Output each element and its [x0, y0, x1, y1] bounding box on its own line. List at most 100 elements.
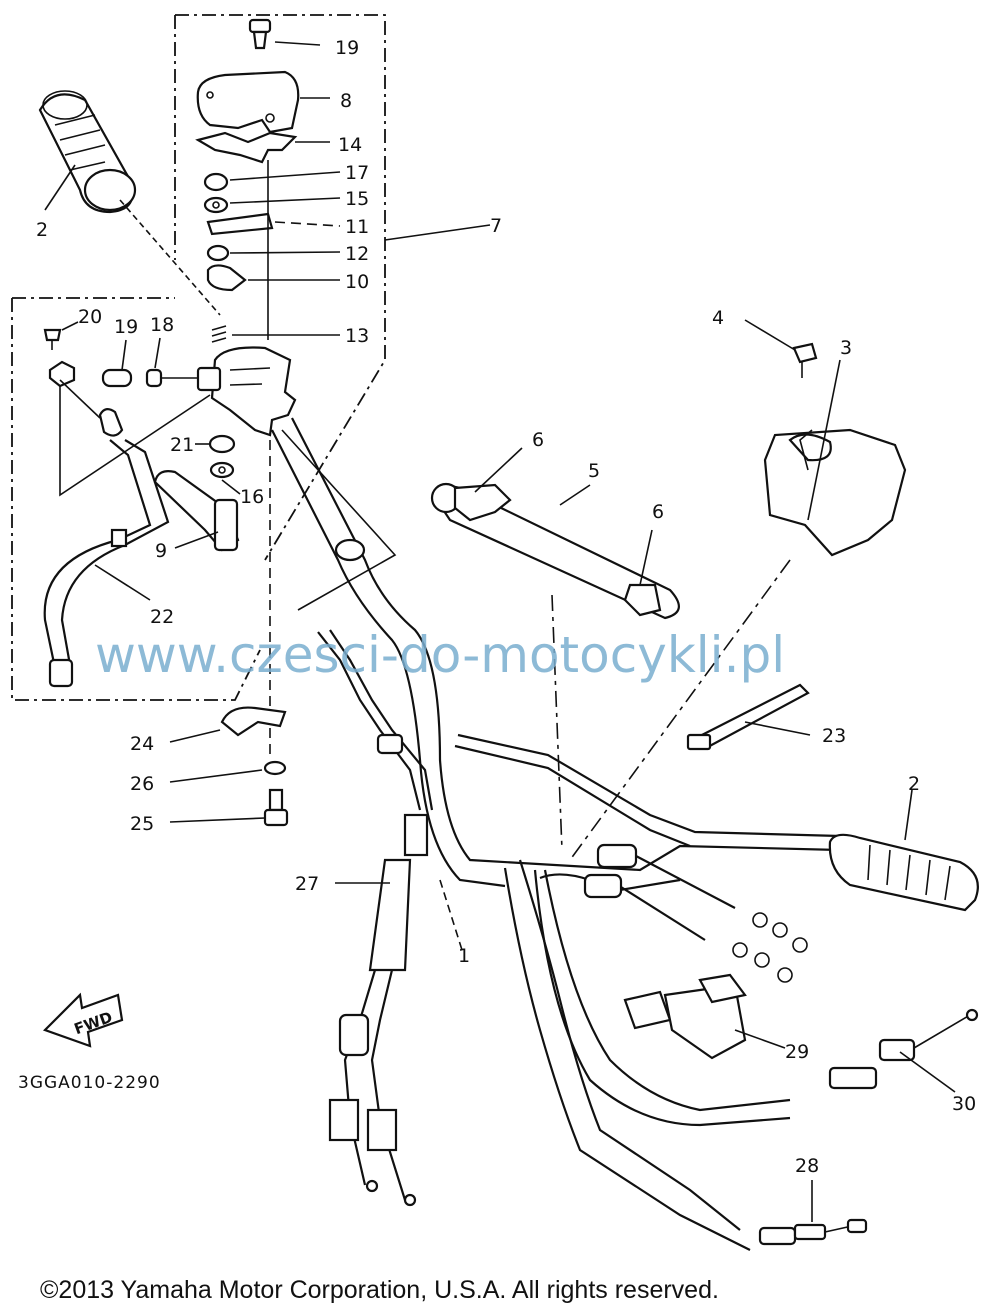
label-20: 20 — [78, 306, 102, 328]
label-16: 16 — [240, 486, 264, 508]
weight-5 — [430, 482, 680, 620]
leader-20 — [61, 321, 79, 331]
leader-6b — [639, 529, 653, 586]
leader-bracket — [59, 385, 211, 497]
clamp-24 — [220, 706, 287, 737]
label-26: 26 — [130, 773, 154, 795]
screw-4 — [792, 342, 818, 378]
label-30: 30 — [952, 1093, 976, 1115]
throttle-housing — [196, 346, 297, 437]
label-5: 5 — [588, 460, 600, 482]
grip-left — [38, 90, 137, 214]
label-15: 15 — [345, 188, 369, 210]
label-8: 8 — [340, 90, 352, 112]
label-12: 12 — [345, 243, 369, 265]
leader-18 — [154, 337, 161, 369]
label-23: 23 — [822, 725, 846, 747]
label-22: 22 — [150, 606, 174, 628]
group-box-7 — [174, 14, 386, 561]
label-1: 1 — [458, 945, 470, 967]
leader-2a — [44, 164, 76, 211]
leader-19b — [121, 339, 127, 371]
cover-8 — [196, 70, 300, 134]
label-11: 11 — [345, 216, 369, 238]
label-14: 14 — [338, 134, 362, 156]
label-19a: 19 — [335, 37, 359, 59]
pin-19 — [101, 368, 133, 388]
leader-16 — [221, 479, 241, 495]
cable-28 — [758, 1218, 868, 1246]
leader-2b — [904, 789, 913, 841]
label-13: 13 — [345, 325, 369, 347]
bolt-25 — [263, 788, 289, 827]
label-7: 7 — [490, 215, 502, 237]
label-9: 9 — [155, 540, 167, 562]
leader-handlebar — [281, 429, 397, 611]
label-24: 24 — [130, 733, 154, 755]
label-18: 18 — [150, 314, 174, 336]
leader-22 — [94, 564, 151, 601]
leader-23 — [744, 721, 811, 736]
leader-29 — [734, 1029, 786, 1049]
label-19b: 19 — [114, 316, 138, 338]
label-3: 3 — [840, 337, 852, 359]
handlebar-1 — [271, 417, 841, 888]
leader-6a — [474, 447, 523, 493]
axis-weight — [551, 594, 563, 851]
lever-9 — [153, 470, 240, 552]
leader-17 — [229, 171, 341, 181]
gasket-14 — [195, 131, 298, 164]
label-4: 4 — [712, 307, 724, 329]
watermark: www.czesci-do-motocykli.pl — [95, 626, 785, 684]
label-29: 29 — [785, 1041, 809, 1063]
grip-right — [828, 833, 979, 912]
leader-26 — [169, 769, 263, 783]
washer-16 — [209, 461, 235, 479]
leader-cable-end — [59, 379, 101, 419]
washer-26 — [263, 760, 287, 776]
group-box-left — [11, 297, 261, 701]
label-2b: 2 — [908, 773, 920, 795]
axis-grip-left — [119, 199, 221, 316]
label-10: 10 — [345, 271, 369, 293]
leader-25 — [169, 817, 266, 823]
label-6a: 6 — [532, 429, 544, 451]
leader-9 — [174, 531, 219, 549]
leader-1 — [439, 879, 463, 951]
screw-19-top — [248, 18, 272, 50]
screw-20 — [43, 328, 62, 350]
switch-29 — [623, 973, 747, 1060]
leader-24 — [169, 729, 221, 743]
diagram-code: 3GGA010-2290 — [18, 1073, 161, 1093]
leader-5 — [559, 484, 591, 506]
leader-15 — [229, 197, 341, 204]
clip-18 — [145, 368, 163, 388]
label-6b: 6 — [652, 501, 664, 523]
fwd-arrow-icon: FWD — [42, 992, 124, 1048]
leader-19a — [274, 41, 321, 46]
cable-tie-23 — [686, 683, 810, 751]
label-25: 25 — [130, 813, 154, 835]
spring-13 — [211, 325, 227, 343]
leader-4 — [744, 319, 796, 351]
washers-stack — [203, 172, 274, 292]
clutch-cable-30 — [503, 843, 979, 1251]
throttle-cable-27 — [317, 629, 434, 1207]
leader-30 — [899, 1051, 956, 1093]
connectors — [732, 912, 808, 983]
label-27: 27 — [295, 873, 319, 895]
leader-12 — [229, 251, 341, 254]
choke-cable-22 — [43, 408, 170, 688]
leader-7 — [384, 224, 491, 241]
label-28: 28 — [795, 1155, 819, 1177]
label-21: 21 — [170, 434, 194, 456]
copyright: ©2013 Yamaha Motor Corporation, U.S.A. A… — [40, 1276, 719, 1304]
label-17: 17 — [345, 162, 369, 184]
cover-3 — [763, 428, 907, 557]
label-2a: 2 — [36, 219, 48, 241]
washer-21 — [208, 434, 236, 454]
axis-cover — [569, 559, 791, 861]
leader-11 — [274, 221, 341, 227]
nut-20b — [48, 360, 76, 388]
